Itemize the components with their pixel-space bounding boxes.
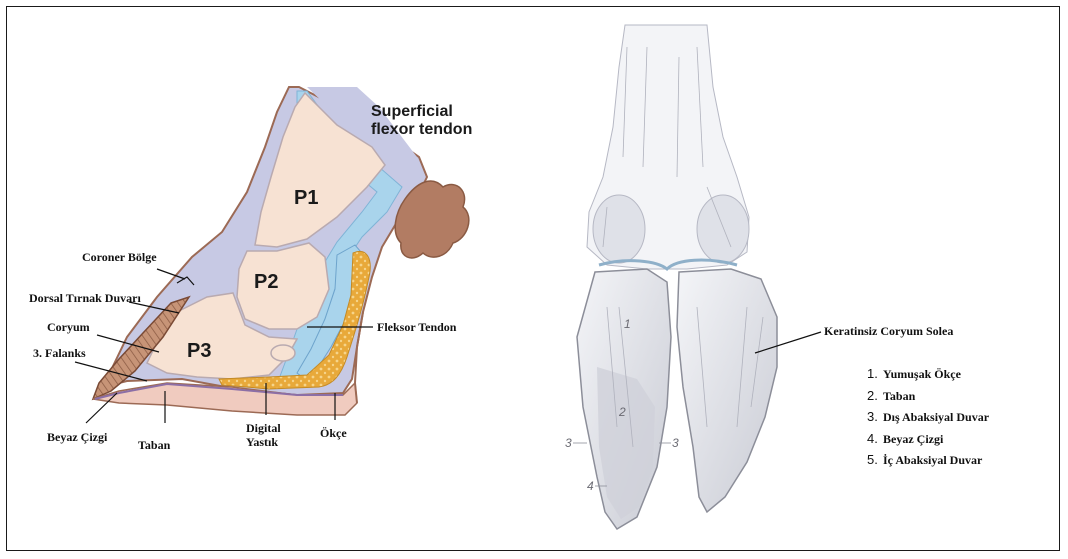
legend-num-3: 3. [867,409,878,424]
label-digital-line2: Yastık [246,435,278,449]
sketch-num-4: 4 [587,479,594,493]
label-taban: Taban [138,438,171,452]
bone-label-p3: P3 [187,340,211,362]
label-digital-line1: Digital [246,421,281,435]
label-beyaz-cizgi: Beyaz Çizgi [47,430,108,444]
callout-label: Keratinsiz Coryum Solea [824,324,953,338]
legend-item-3: Dış Abaksiyal Duvar [883,410,990,424]
legend-num-1: 1. [867,366,878,381]
label-fleksor: Fleksor Tendon [377,320,457,334]
legend-num-2: 2. [867,388,878,403]
claw-sketch [577,25,777,529]
legend-item-5: İç Abaksiyal Duvar [883,453,983,467]
legend-item-2: Taban [883,389,916,403]
dewclaw-right [697,195,749,263]
sketch-num-1: 1 [624,317,631,331]
label-coroner: Coroner Bölge [82,250,157,264]
dewclaw-left [593,195,645,263]
bone-label-p2: P2 [254,271,278,293]
figure-canvas: P1 P2 P3 Superficial flexor tendon Coron… [7,7,1061,552]
navicular-bone [271,345,295,361]
label-coryum: Coryum [47,320,90,334]
label-okce: Ökçe [320,426,347,440]
sketch-num-3b: 3 [672,436,679,450]
sketch-num-3a: 3 [565,436,572,450]
bone-label-p1: P1 [294,187,318,209]
right-claw [677,269,777,512]
superficial-label-line1: Superficial [371,103,453,120]
label-dorsal-wall: Dorsal Tırnak Duvarı [29,291,141,305]
bone-p2 [237,243,329,329]
label-falanks: 3. Falanks [33,346,86,360]
legend-num-5: 5. [867,452,878,467]
figure-frame: P1 P2 P3 Superficial flexor tendon Coron… [6,6,1060,551]
legend-item-4: Beyaz Çizgi [883,432,944,446]
superficial-label-line2: flexor tendon [371,121,472,138]
sketch-num-2: 2 [618,405,626,419]
legend: 1. Yumuşak Ökçe 2. Taban 3. Dış Abaksiya… [867,366,990,467]
legend-item-1: Yumuşak Ökçe [883,367,962,381]
legend-num-4: 4. [867,431,878,446]
